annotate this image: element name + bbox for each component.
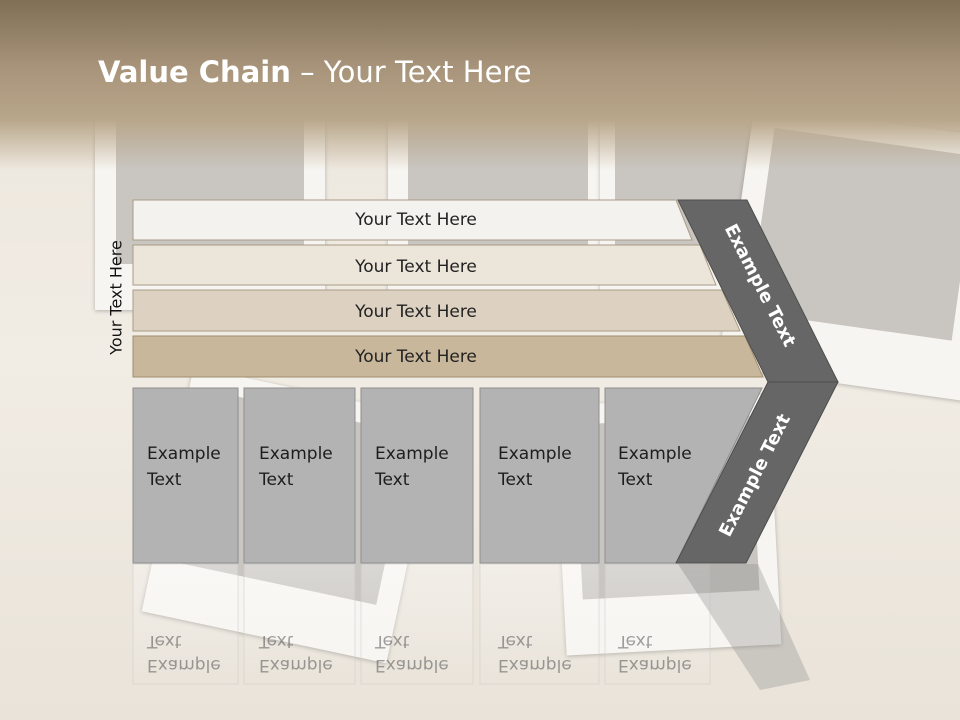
bar-4: [132, 335, 764, 378]
box-5-line2: Text: [617, 470, 653, 490]
bar-2: [132, 244, 717, 286]
box-3: [360, 387, 474, 564]
reflection-text: Example: [498, 655, 572, 675]
box-4-line1: Example: [498, 444, 572, 464]
reflection-text: Example: [618, 655, 692, 675]
box-1: [132, 387, 239, 564]
reflection: Example Text Example Text Example Text E…: [132, 563, 810, 690]
reflection-text: Text: [497, 631, 533, 651]
box-1-line1: Example: [147, 444, 221, 464]
bar-1: [132, 199, 693, 241]
bar-3-label: Your Text Here: [354, 302, 477, 322]
reflection-box: [479, 563, 600, 685]
box-5-line1: Example: [618, 444, 692, 464]
box-1-line2: Text: [146, 470, 182, 490]
reflection-text: Text: [258, 631, 294, 651]
reflection-text: Text: [374, 631, 410, 651]
reflection-text: Example: [259, 655, 333, 675]
reflection-box: [243, 563, 356, 685]
title-rest: – Your Text Here: [290, 55, 532, 89]
box-4: [479, 387, 600, 564]
bar-3: [132, 289, 741, 332]
box-2-line2: Text: [258, 470, 294, 490]
box-4-line2: Text: [497, 470, 533, 490]
bar-1-label: Your Text Here: [354, 210, 477, 230]
reflection-box: [360, 563, 474, 685]
header-band: [0, 0, 960, 170]
bar-4-label: Your Text Here: [354, 347, 477, 367]
title-bold: Value Chain: [98, 55, 291, 89]
box-2-line1: Example: [259, 444, 333, 464]
box-3-line2: Text: [374, 470, 410, 490]
reflection-chevron: [678, 564, 810, 690]
reflection-text: Text: [617, 631, 653, 651]
reflection-box: [132, 563, 239, 685]
reflection-box: [604, 563, 711, 685]
slide-title: Value Chain – Your Text Here: [98, 55, 532, 89]
reflection-text: Example: [375, 655, 449, 675]
bar-2-label: Your Text Here: [354, 257, 477, 277]
reflection-text: Example: [147, 655, 221, 675]
box-2: [243, 387, 356, 564]
reflection-text: Text: [146, 631, 182, 651]
box-3-line1: Example: [375, 444, 449, 464]
chevron-lower: [675, 381, 839, 564]
